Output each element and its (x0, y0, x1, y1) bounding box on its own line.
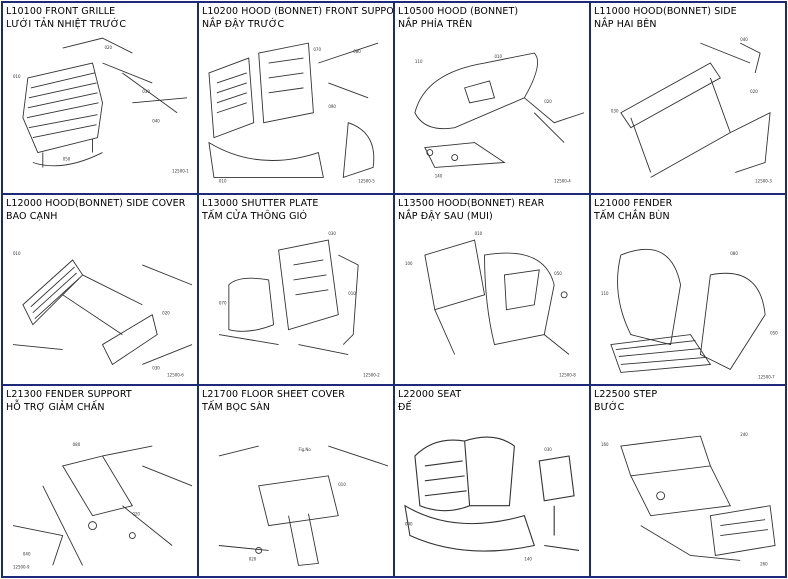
svg-text:110: 110 (601, 290, 609, 295)
step-diagram: 160 240 260 (601, 432, 776, 567)
svg-text:020: 020 (162, 310, 170, 315)
svg-text:080: 080 (730, 251, 738, 256)
svg-text:050: 050 (63, 157, 71, 162)
svg-text:240: 240 (740, 432, 748, 437)
hood-bonnet-diagram: 110 010 020 140 12500-4 (414, 52, 585, 183)
svg-text:020: 020 (249, 557, 257, 562)
svg-text:080: 080 (353, 49, 361, 54)
svg-text:020: 020 (104, 45, 112, 50)
shutter-plate-diagram: 030 070 010 12500-2 (218, 231, 380, 377)
svg-text:260: 260 (760, 562, 768, 567)
svg-text:040: 040 (740, 37, 748, 42)
svg-text:12500-5: 12500-5 (358, 178, 375, 183)
svg-text:110: 110 (415, 59, 423, 64)
svg-text:020: 020 (132, 512, 140, 517)
svg-text:12500-6: 12500-6 (167, 372, 184, 377)
svg-text:040: 040 (152, 119, 160, 124)
svg-text:Fig.No: Fig.No (298, 447, 311, 452)
svg-text:090: 090 (328, 104, 336, 109)
svg-text:010: 010 (494, 54, 502, 59)
svg-text:020: 020 (750, 89, 758, 94)
hood-side-diagram: 040 020 030 12500-3 (611, 37, 772, 183)
svg-text:010: 010 (338, 482, 346, 487)
svg-text:030: 030 (328, 231, 336, 236)
svg-text:050: 050 (554, 271, 562, 276)
svg-text:080: 080 (73, 442, 81, 447)
svg-text:010: 010 (219, 178, 227, 183)
svg-text:020: 020 (544, 99, 552, 104)
front-grille-diagram: 020 030 040 010 050 12500-1 (13, 37, 189, 173)
hood-rear-diagram: 100 010 050 12500-8 (405, 231, 576, 377)
cell-title: L10500 HOOD (BONNET)NẮP PHÍA TRÊN (398, 6, 519, 30)
svg-text:12500-1: 12500-1 (172, 168, 189, 173)
hood-front-support-diagram: 070 080 090 010 12500-5 (208, 42, 379, 183)
svg-text:12500-2: 12500-2 (363, 372, 380, 377)
svg-text:12500-8: 12500-8 (559, 372, 576, 377)
fender-support-diagram: 080 020 040 12500-9 (12, 442, 193, 570)
svg-text:010: 010 (13, 74, 21, 79)
svg-text:040: 040 (23, 552, 31, 557)
catalog-cell-hood-bonnet[interactable]: L10500 HOOD (BONNET)NẮP PHÍA TRÊN 110 010… (395, 3, 589, 193)
svg-text:050: 050 (770, 330, 778, 335)
svg-text:070: 070 (313, 47, 321, 52)
svg-text:030: 030 (611, 109, 619, 114)
svg-text:030: 030 (142, 89, 150, 94)
svg-text:12500-7: 12500-7 (758, 374, 775, 379)
svg-text:140: 140 (524, 557, 532, 562)
fender-diagram: 080 110 050 12500-7 (601, 248, 778, 379)
svg-text:010: 010 (348, 290, 356, 295)
svg-text:010: 010 (13, 251, 21, 256)
floor-sheet-cover-diagram: 010 020 Fig.No (218, 445, 389, 567)
svg-text:12500-9: 12500-9 (13, 565, 30, 570)
svg-text:040: 040 (405, 522, 413, 527)
svg-text:100: 100 (405, 261, 413, 266)
hood-side-cover-diagram: 010 020 030 12500-6 (12, 251, 193, 377)
svg-text:160: 160 (601, 442, 609, 447)
seat-diagram: 030 140 040 (404, 436, 580, 562)
svg-text:12500-4: 12500-4 (554, 178, 571, 183)
svg-text:070: 070 (219, 300, 227, 305)
svg-text:030: 030 (544, 447, 552, 452)
svg-text:010: 010 (475, 231, 483, 236)
svg-text:140: 140 (435, 173, 443, 178)
svg-text:12500-3: 12500-3 (755, 178, 772, 183)
svg-text:030: 030 (152, 365, 160, 370)
